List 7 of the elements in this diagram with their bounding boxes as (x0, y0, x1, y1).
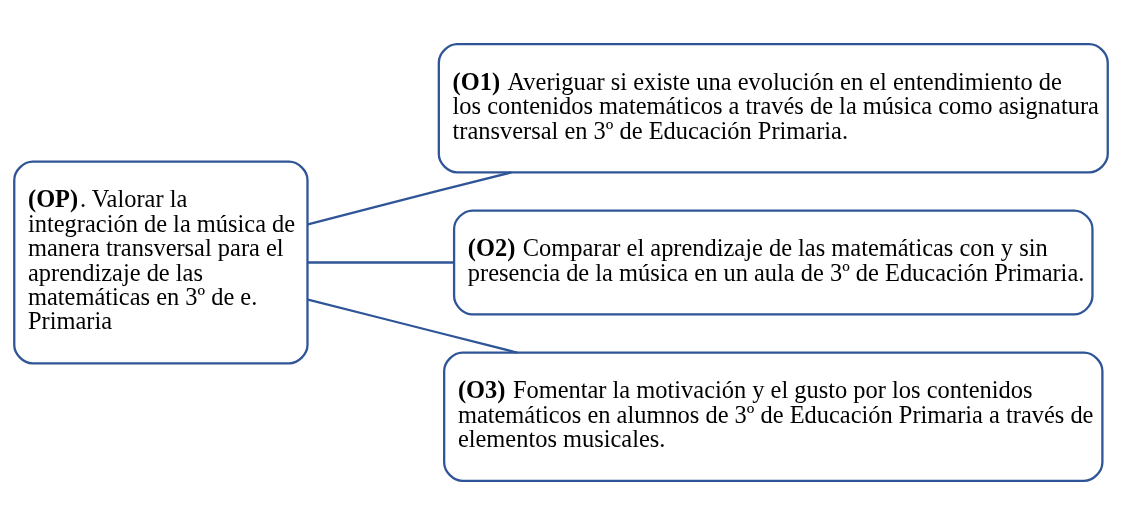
node-box: (OP). Valorar la integración de la música de manera transversal para el aprendizaje de las matemáticas en 3º de e. Primaria (13, 160, 309, 364)
node-box: (O3) Fomentar la motivación y el gusto por los contenidos matemáticos en alumnos de 3º de Educación Primaria a través de elementos musicales. (443, 350, 1104, 482)
connector (307, 260, 454, 264)
connector (307, 297, 518, 354)
node-box: (O2) Comparar el aprendizaje de las matemáticas con y sin presencia de la música en un aula de 3º de Educación Primaria. (452, 208, 1094, 316)
connector (307, 170, 512, 225)
node-box: (O1) Averiguar si existe una evolución en el entendimiento de los contenidos matemáticos a través de la música como asignatura transversal en 3º de Educación Primaria. (437, 42, 1109, 174)
